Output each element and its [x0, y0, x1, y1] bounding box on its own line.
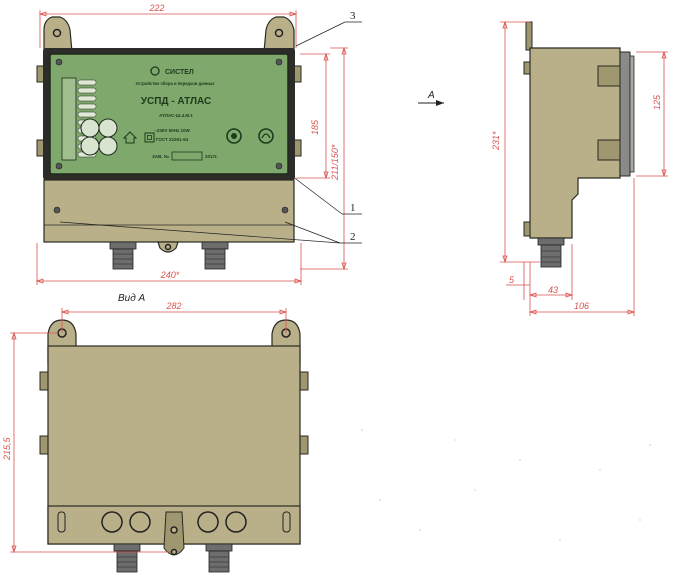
front-mount-hole-right [274, 28, 284, 38]
panel-serial-box [171, 151, 203, 161]
side-left-tab-bottom [523, 221, 531, 237]
back-cable-gland-right [205, 543, 233, 573]
back-side-bump-rt [299, 371, 309, 391]
side-view [523, 21, 635, 268]
panel-model: АТЛАС-Ш.4.М.1 [159, 113, 193, 118]
back-side-bump-lb [39, 435, 49, 455]
front-cable-gland-right [201, 241, 229, 270]
scan-specks [361, 429, 651, 541]
front-view: СИСТЕЛ Устройство сбора и передачи данны… [36, 16, 302, 270]
lower-screw-right [281, 206, 289, 214]
back-side-bump-rb [299, 435, 309, 455]
callout-2: 2 [350, 231, 356, 243]
dim-side-depth-mid: 43 [548, 285, 558, 295]
certification-mark-inner-icon [231, 133, 237, 139]
dim-side-height-panel: 125 [652, 94, 662, 110]
side-dimensions: 231* 125 5 43 106 [491, 20, 668, 316]
dim-front-height-total: 211/150* [330, 144, 340, 181]
side-front-cover-edge [629, 55, 635, 173]
recycle-mark-icon [258, 128, 274, 144]
house-icon [122, 131, 138, 144]
certification-mark-icon [226, 128, 242, 144]
dim-back-width: 282 [165, 301, 181, 311]
back-view [39, 319, 309, 573]
side-top-ear [525, 21, 533, 51]
dim-front-height-panel: 185 [310, 119, 320, 135]
side-front-cover [619, 51, 631, 177]
connector-circles [80, 118, 118, 156]
dim-side-height-total: 231* [491, 131, 501, 151]
callouts: 3 1 2 [59, 10, 362, 244]
front-mount-hole-left [52, 28, 62, 38]
back-cable-gland-left [113, 543, 141, 573]
back-slot-left [57, 511, 66, 533]
back-center-tab-hole-bottom [170, 548, 178, 556]
view-a-label: Вид А [118, 293, 146, 304]
dim-back-height: 215,5 [2, 436, 12, 461]
side-left-tab [523, 61, 531, 75]
double-insulation-inner-icon [147, 135, 152, 140]
side-clip-bottom [597, 139, 621, 161]
back-side-bump-lt [39, 371, 49, 391]
view-arrow-label: A [427, 90, 435, 101]
callout-3: 3 [350, 10, 356, 22]
side-clip-top [597, 65, 621, 87]
lower-screw-left [53, 206, 61, 214]
back-knockout-2 [129, 511, 151, 533]
panel-serial-prefix: ЗАВ. № [152, 154, 169, 159]
back-knockout-1 [101, 511, 123, 533]
indicator-strip [61, 77, 77, 161]
panel-screw-tr [275, 58, 283, 66]
panel-subtitle: Устройство сбора и передачи данных [136, 81, 216, 86]
panel-spec-line1: ~230V 50Hz 10W [154, 128, 190, 133]
front-dimensions: 222 240* 185 211/150* [35, 3, 348, 285]
panel-screw-tl [55, 58, 63, 66]
panel-serial-suffix: 2017г. [205, 154, 218, 159]
back-center-tab-hole [170, 526, 178, 534]
front-cable-gland-left [109, 241, 137, 270]
dim-front-width-bottom: 240* [160, 270, 180, 280]
front-lower-body [43, 179, 295, 243]
double-insulation-icon [144, 132, 155, 143]
front-bottom-tab-hole [164, 243, 172, 251]
dim-side-depth-small: 5 [509, 275, 515, 285]
back-slot-right [282, 511, 291, 533]
panel-screw-br [275, 162, 283, 170]
back-dimensions: 282 215,5 [2, 301, 288, 554]
arrow-right-icon [436, 100, 444, 106]
view-arrow: A [418, 90, 444, 106]
recycle-mark-inner-icon [261, 133, 271, 139]
panel-title: УСПД - АТЛАС [141, 96, 211, 107]
dim-side-depth-total: 106 [574, 301, 589, 311]
back-knockout-3 [197, 511, 219, 533]
callout-1: 1 [350, 202, 356, 214]
brand-logo-icon [150, 66, 160, 76]
panel-screw-bl [55, 162, 63, 170]
side-cable-gland [537, 237, 565, 268]
panel-spec-line2: ГОСТ 22261-94 [156, 137, 189, 142]
panel-brand: СИСТЕЛ [165, 69, 194, 76]
back-knockout-4 [225, 511, 247, 533]
dim-front-width-top: 222 [148, 3, 164, 13]
